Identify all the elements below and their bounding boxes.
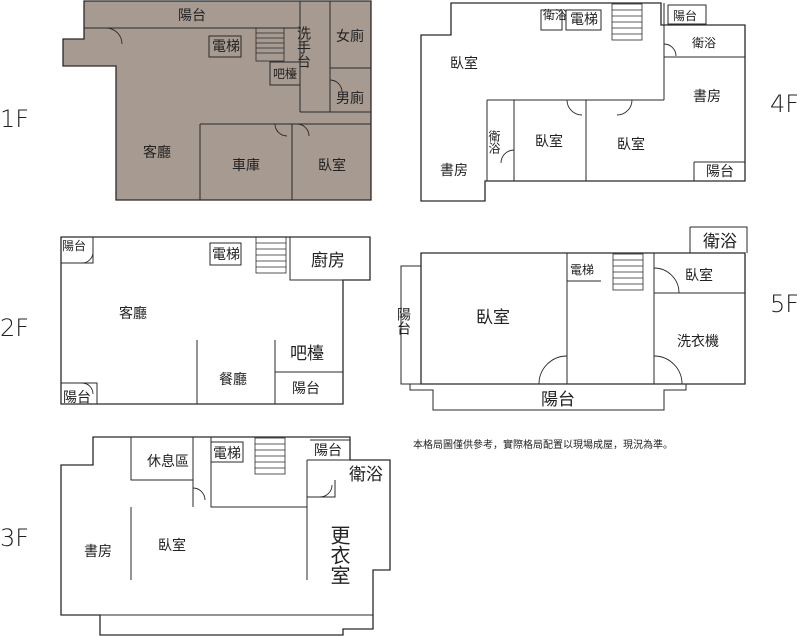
- room-label: 衛浴: [703, 232, 737, 252]
- room-label: 女廁: [336, 28, 364, 45]
- floor-3f: 3F 休息區 電梯 陽台 衛浴 書房 臥室 更衣室: [0, 436, 391, 636]
- room-label: 電梯: [212, 39, 240, 55]
- room-label: 陽台: [63, 390, 91, 406]
- room-label: 衛浴: [487, 130, 501, 155]
- room-label: 陽台: [292, 381, 320, 397]
- room-label: 臥室: [685, 267, 713, 284]
- room-label: 臥室: [617, 136, 645, 153]
- room-label: 書房: [84, 544, 112, 560]
- floor-4f-outline: [420, 2, 746, 202]
- room-label: 休息區: [147, 453, 189, 470]
- room-label: 廚房: [311, 250, 345, 271]
- room-label: 吧檯: [290, 344, 324, 364]
- room-label: 電梯: [213, 446, 241, 462]
- room-label: 電梯: [212, 247, 240, 263]
- disclaimer-note: 本格局圖僅供參考，實際格局配置以現場成屋，現況為準。: [413, 438, 673, 451]
- room-label: 客廳: [119, 305, 147, 322]
- room-label: 更衣室: [327, 525, 351, 585]
- floor-1f: 1F 陽台 電梯 洗手台 女廁 吧檯 男廁 客廳 車庫 臥室: [0, 0, 372, 201]
- room-label: 吧檯: [273, 67, 297, 81]
- room-label: 男廁: [336, 90, 364, 107]
- room-label: 書房: [440, 163, 468, 179]
- room-label: 洗手台: [295, 26, 311, 68]
- room-label: 衛浴: [692, 36, 716, 50]
- room-label: 車庫: [232, 157, 260, 174]
- room-label: 客廳: [143, 144, 171, 161]
- room-label: 陽台: [706, 164, 734, 180]
- room-label: 陽台: [541, 390, 575, 410]
- room-label: 臥室: [318, 157, 346, 174]
- room-label: 電梯: [570, 263, 594, 277]
- floor-2f: 2F 陽台 電梯 廚房 客廳 吧檯 餐廳 陽台 陽台: [0, 236, 371, 406]
- room-label: 餐廳: [219, 371, 247, 388]
- room-label: 陽台: [314, 443, 342, 459]
- floor-label-1f: 1F: [0, 105, 29, 133]
- room-label: 陽台: [62, 238, 86, 253]
- floor-label-3f: 3F: [0, 524, 29, 552]
- floor-label-5f: 5F: [770, 290, 799, 318]
- room-label: 衛浴: [543, 8, 567, 22]
- room-label: 衛浴: [349, 465, 383, 485]
- room-label: 陽台: [178, 8, 206, 24]
- floor-1f-fill: [62, 0, 372, 201]
- floor-4f: 4F 衛浴 電梯 陽台 衛浴 臥室 書房 衛浴 臥室 臥室 書房 陽台: [420, 2, 799, 202]
- room-label: 電梯: [570, 12, 598, 28]
- floor-3f-outline: [60, 436, 391, 636]
- floor-5f: 5F 衛浴 電梯 臥室 陽台 臥室 洗衣機 陽台: [395, 226, 799, 411]
- room-label: 臥室: [158, 537, 186, 554]
- room-label: 陽台: [673, 8, 697, 23]
- room-label: 臥室: [476, 308, 510, 328]
- floor-label-2f: 2F: [0, 314, 29, 342]
- floor-label-4f: 4F: [770, 90, 799, 118]
- room-label: 臥室: [450, 55, 478, 72]
- room-label: 臥室: [535, 133, 563, 150]
- room-label: 書房: [693, 89, 721, 105]
- room-label: 陽台: [395, 307, 411, 335]
- room-label: 洗衣機: [677, 334, 719, 350]
